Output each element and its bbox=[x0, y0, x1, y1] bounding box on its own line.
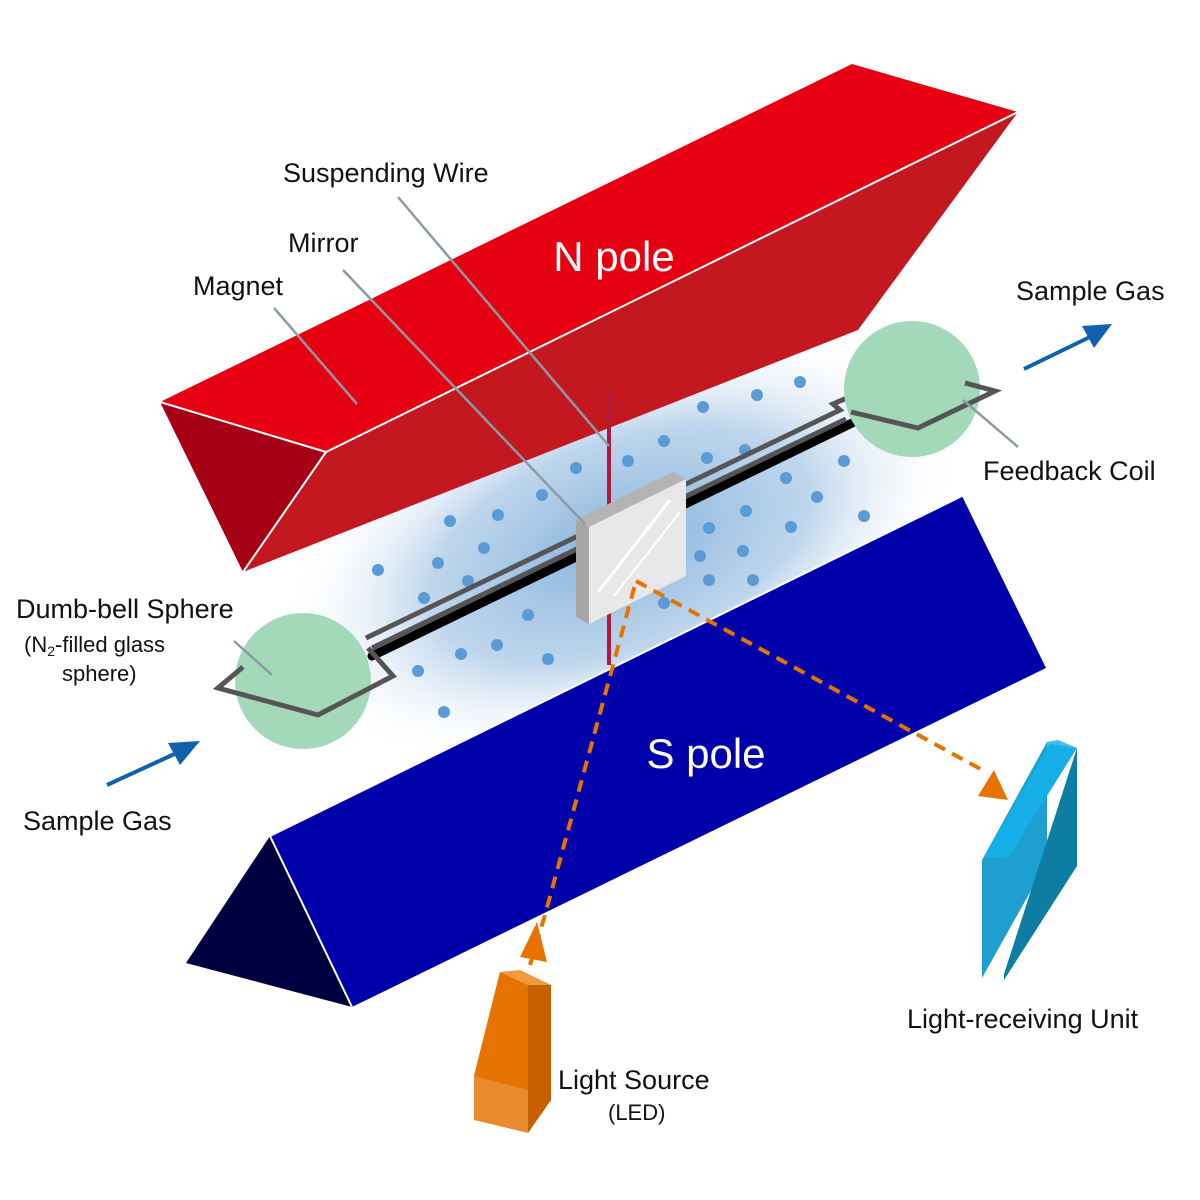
light-path bbox=[520, 579, 1008, 966]
leader-mirror bbox=[342, 269, 586, 525]
n-pole-edge-front bbox=[242, 451, 327, 573]
dumbbell-sphere-right bbox=[844, 321, 980, 457]
mirror-top-edge bbox=[576, 472, 686, 527]
feedback-coil-right bbox=[850, 380, 1003, 431]
n-pole-magnet: N pole bbox=[159, 64, 1019, 573]
light-arrowhead-up bbox=[520, 922, 547, 962]
leader-lines bbox=[233, 196, 1019, 676]
leader-dumbbell bbox=[233, 640, 273, 676]
led-top bbox=[500, 970, 551, 985]
suspending-wire-label: Suspending Wire bbox=[283, 158, 489, 188]
n-pole-front-face bbox=[243, 112, 1018, 572]
n-pole-end-face bbox=[160, 402, 326, 572]
leader-feedback-coil bbox=[962, 399, 1019, 448]
sample-gas-out-arrowhead bbox=[1082, 324, 1112, 348]
labels: Suspending Wire Mirror Magnet Sample Gas… bbox=[16, 158, 1165, 1125]
light-arrowhead-receiver bbox=[978, 770, 1008, 800]
leader-suspending-wire bbox=[397, 196, 610, 447]
dumbbell-assembly bbox=[212, 321, 1003, 749]
mirror bbox=[576, 472, 686, 624]
n-pole-top-face bbox=[160, 64, 1018, 452]
sample-gas-in-arrow-line bbox=[106, 749, 182, 787]
sample-gas-out-label: Sample Gas bbox=[1016, 276, 1165, 306]
light-path-incident bbox=[528, 580, 638, 966]
light-source-label-line1: Light Source bbox=[558, 1065, 710, 1095]
dumbbell-label-line2-sub: 2 bbox=[47, 643, 55, 659]
dumbbell-label-line2-suffix: -filled glass bbox=[55, 632, 165, 657]
s-pole-magnet: S pole bbox=[186, 495, 1046, 1008]
n-pole-label: N pole bbox=[553, 233, 674, 280]
dumbbell-label-line2: (N2-filled glass bbox=[24, 632, 165, 659]
receiver-side bbox=[1004, 748, 1077, 980]
led-upper-front bbox=[474, 972, 528, 1090]
gas-molecule-dots bbox=[372, 376, 870, 718]
sample-gas-out-arrow-line bbox=[1023, 333, 1095, 371]
s-pole-end-face bbox=[186, 836, 352, 1007]
light-source-label-line2: (LED) bbox=[608, 1100, 665, 1125]
light-source-led bbox=[474, 970, 551, 1133]
s-pole-edges bbox=[268, 495, 963, 1008]
feedback-coil-label: Feedback Coil bbox=[983, 456, 1156, 486]
s-pole-top-face bbox=[270, 496, 1046, 1007]
dumbbell-label-line2-prefix: (N bbox=[24, 632, 47, 657]
receiver-face bbox=[984, 744, 1077, 858]
feedback-coil-left bbox=[212, 646, 398, 718]
mirror-face bbox=[589, 479, 686, 624]
sample-gas-in-label: Sample Gas bbox=[23, 806, 172, 836]
s-pole-label: S pole bbox=[646, 730, 765, 777]
leader-magnet bbox=[273, 307, 358, 405]
led-side bbox=[528, 985, 551, 1133]
mirror-side-edge bbox=[576, 520, 589, 624]
mirror-label: Mirror bbox=[288, 228, 358, 258]
magnet-label: Magnet bbox=[193, 271, 284, 301]
mirror-glint-2 bbox=[613, 511, 681, 597]
dumbbell-label-line3: sphere) bbox=[62, 661, 137, 686]
sample-gas-in-arrowhead bbox=[168, 741, 200, 765]
mirror-glint-1 bbox=[596, 499, 672, 593]
sample-gas-arrows bbox=[106, 324, 1112, 787]
light-receiving-unit bbox=[982, 740, 1077, 980]
light-receiving-unit-label: Light-receiving Unit bbox=[907, 1004, 1139, 1034]
dumbbell-sphere-left bbox=[235, 613, 371, 749]
dumbbell-label-line1: Dumb-bell Sphere bbox=[16, 594, 234, 624]
light-path-reflected bbox=[635, 579, 987, 774]
